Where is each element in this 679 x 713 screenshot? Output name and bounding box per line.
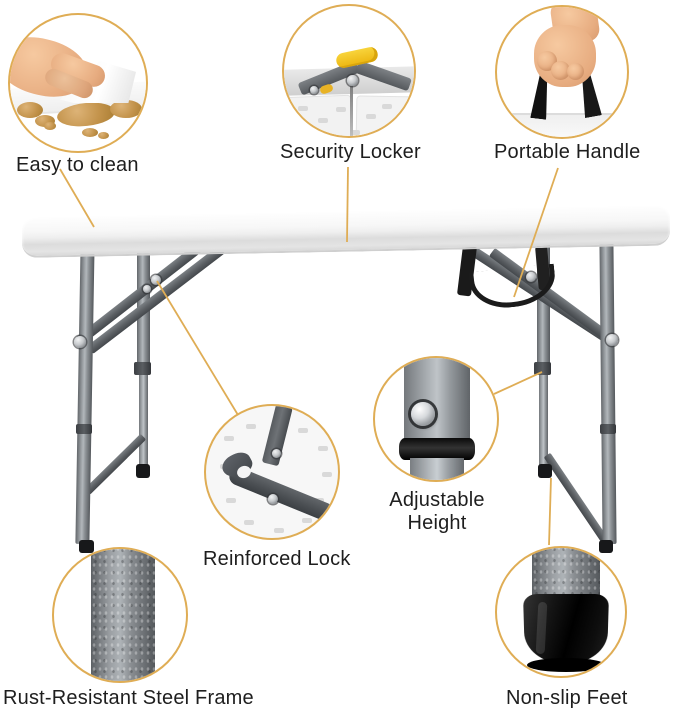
foot-tip-front-left (79, 540, 94, 553)
small-bolt (310, 86, 318, 94)
adjustment-collar (399, 438, 475, 460)
brace-bolt-left (151, 275, 161, 285)
height-adjust-collar-back-right (534, 362, 551, 375)
dimple-texture (318, 446, 328, 451)
knuckle (551, 61, 570, 80)
underside-panel (355, 95, 414, 136)
dimple-texture (246, 424, 256, 429)
reinforced-lock-callout-image (204, 404, 340, 540)
stain-blob (44, 122, 56, 130)
label-reinforced-lock: Reinforced Lock (203, 548, 351, 570)
joint-front-right (600, 424, 616, 434)
stain-blob (110, 100, 142, 118)
adjustable-height-callout-image (373, 356, 499, 482)
brace-bolt-right (526, 272, 536, 282)
connector-easy-clean (59, 168, 95, 228)
panel-seam (350, 86, 353, 136)
dimple-texture (274, 528, 284, 533)
leg-bolt-left (143, 285, 151, 293)
knuckle (567, 63, 584, 80)
dimple-texture (322, 472, 332, 477)
dimple-texture (350, 130, 360, 135)
non-slip-feet-callout-image (495, 546, 627, 678)
lock-bolt-upper (272, 449, 281, 458)
label-adjustable-height: Adjustable Height (389, 489, 485, 535)
magnified-leg-pole (532, 548, 600, 602)
foot-cap-back-right (538, 464, 552, 478)
label-steel-frame: Rust-Resistant Steel Frame (3, 687, 254, 709)
dimple-texture (244, 520, 254, 525)
connector-non-slip-feet (548, 477, 552, 546)
folded-table-slab (499, 113, 627, 137)
lock-bolt-lower (268, 494, 278, 504)
label-easy-to-clean: Easy to clean (16, 154, 139, 176)
lock-bolt (347, 75, 358, 86)
dimple-texture (382, 104, 392, 109)
dimple-texture (336, 107, 346, 112)
push-button (411, 402, 435, 426)
dimple-texture (386, 124, 396, 129)
portable-handle-callout-image (495, 5, 629, 139)
magnified-leg-lower (410, 458, 464, 480)
stain-blob (17, 102, 43, 118)
steel-frame-callout-image (52, 547, 188, 683)
magnified-steel-pole (91, 549, 155, 681)
dimple-texture (224, 436, 234, 441)
dimple-texture (366, 114, 376, 119)
dimple-texture (226, 498, 236, 503)
foot-cap-base (527, 658, 605, 672)
label-non-slip-feet: Non-slip Feet (506, 687, 628, 709)
table-leg-back-left-lower (139, 366, 148, 470)
pivot-bolt-left (74, 336, 86, 348)
security-locker-callout-image (282, 4, 416, 138)
stain-blob (82, 128, 98, 137)
connector-reinforced-lock (156, 280, 239, 416)
height-adjust-collar-back-left (134, 362, 151, 375)
dimple-texture (318, 118, 328, 123)
dimple-texture (308, 130, 318, 135)
magnified-leg-upper (404, 358, 470, 444)
rubber-foot-cap (523, 594, 609, 664)
label-portable-handle: Portable Handle (494, 141, 641, 163)
stain-blob (98, 132, 109, 139)
dimple-texture (298, 428, 308, 433)
table-leg-back-right-lower (539, 366, 548, 470)
joint-front-left (76, 424, 92, 434)
label-security-locker: Security Locker (280, 141, 421, 163)
connector-portable-handle (513, 167, 559, 298)
dimple-texture (302, 518, 312, 523)
easy-clean-callout-image (8, 13, 148, 153)
foot-cap-back-left (136, 464, 150, 478)
foot-tip-front-right (599, 540, 613, 553)
dimple-texture (298, 106, 308, 111)
connector-adjustable-height (493, 371, 543, 395)
connector-security-locker (346, 166, 349, 243)
pivot-bolt-right (606, 334, 618, 346)
